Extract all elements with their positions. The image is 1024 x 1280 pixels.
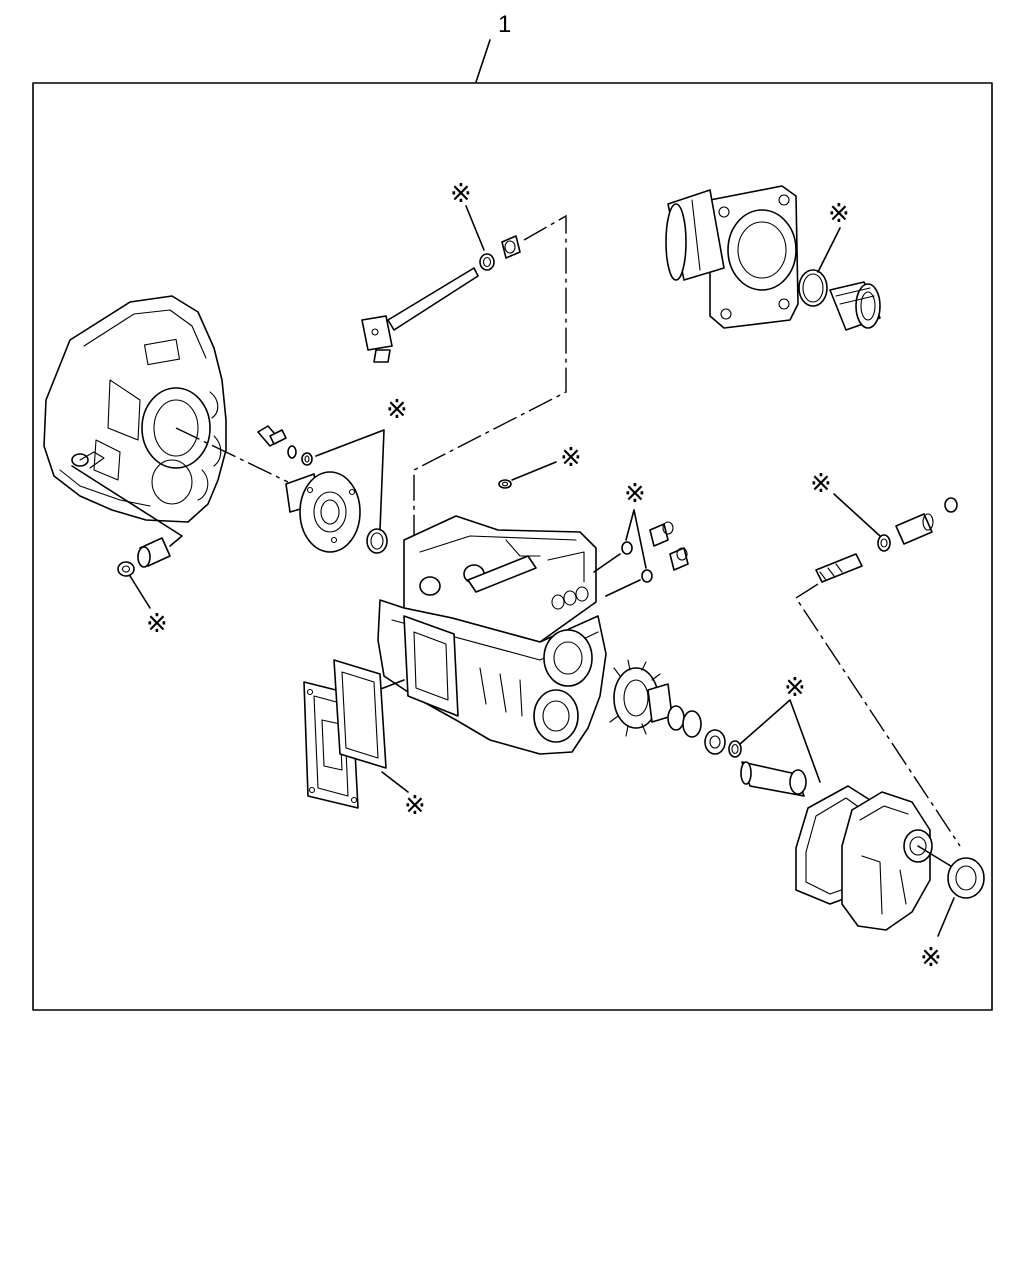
kit-marker-3: ※: [450, 179, 472, 209]
pto-gasket: [333, 659, 387, 769]
case-plug-lower: [669, 547, 689, 571]
leader-plug-washers: [625, 509, 647, 569]
rod-nut: [501, 235, 521, 259]
leader-ext-gasket: [817, 227, 841, 273]
retainer-washer: [301, 452, 313, 466]
oil-seal: [366, 528, 388, 554]
item-leader-line: [475, 39, 491, 83]
extension-gasket: [798, 269, 828, 307]
housing-washer: [117, 561, 135, 577]
rear-cover: [841, 791, 933, 931]
extension-sleeve: [829, 281, 881, 331]
kit-marker-10: ※: [920, 943, 942, 973]
speedo-oring: [877, 534, 891, 552]
speedo-driven-gear: [815, 553, 863, 583]
leader-rod-oring: [465, 205, 485, 251]
kit-frame: [32, 82, 993, 1011]
kit-marker-8: ※: [810, 469, 832, 499]
case-oring: [498, 479, 512, 489]
leader-retainer-kit: [315, 429, 385, 531]
leader-washer: [129, 575, 151, 609]
gear-bearing: [667, 705, 702, 738]
extension-housing: [665, 185, 799, 329]
retainer-lockwasher: [287, 445, 297, 459]
leader-rear-seal: [917, 845, 955, 869]
kit-marker-9: ※: [784, 673, 806, 703]
bearing-retainer: [285, 471, 361, 553]
kit-marker-5: ※: [560, 443, 582, 473]
speedo-plug: [944, 497, 958, 513]
leader-speedo-to-seal: [795, 583, 961, 847]
leader-housing-bushing: [71, 465, 183, 547]
leader-pto-gasket: [381, 771, 409, 793]
idler-shaft: [740, 761, 807, 797]
item-number-label: 1: [498, 11, 511, 38]
plug-washer-upper: [621, 541, 633, 555]
clutch-housing: [43, 295, 227, 523]
leader-pto-cover: [377, 679, 405, 691]
leader-plug-to-case: [593, 553, 641, 597]
dowel-bushing: [137, 537, 171, 568]
rod-oring: [479, 253, 495, 271]
retainer-bolt: [257, 425, 287, 447]
rear-oil-seal: [947, 857, 985, 899]
drive-gear: [609, 659, 673, 737]
leader-speedo-oring: [833, 493, 881, 537]
leader-rear-seal-kit: [937, 897, 955, 937]
kit-marker-6: ※: [624, 479, 646, 509]
transmission-case: [377, 515, 607, 755]
gear-snap-ring: [728, 740, 742, 758]
leader-rod-to-case: [413, 214, 567, 589]
leader-case-oring: [511, 461, 557, 481]
case-plug-upper: [649, 521, 674, 547]
gear-spacer: [704, 729, 726, 755]
shift-rod: [361, 267, 479, 363]
plug-washer-lower: [641, 569, 653, 583]
speedo-sleeve: [895, 513, 934, 545]
kit-marker-7: ※: [404, 791, 426, 821]
kit-marker-1: ※: [146, 609, 168, 639]
leader-shaft-kit: [739, 699, 821, 783]
kit-marker-4: ※: [828, 199, 850, 229]
leader-housing-bearing: [175, 427, 289, 483]
kit-marker-2: ※: [386, 395, 408, 425]
